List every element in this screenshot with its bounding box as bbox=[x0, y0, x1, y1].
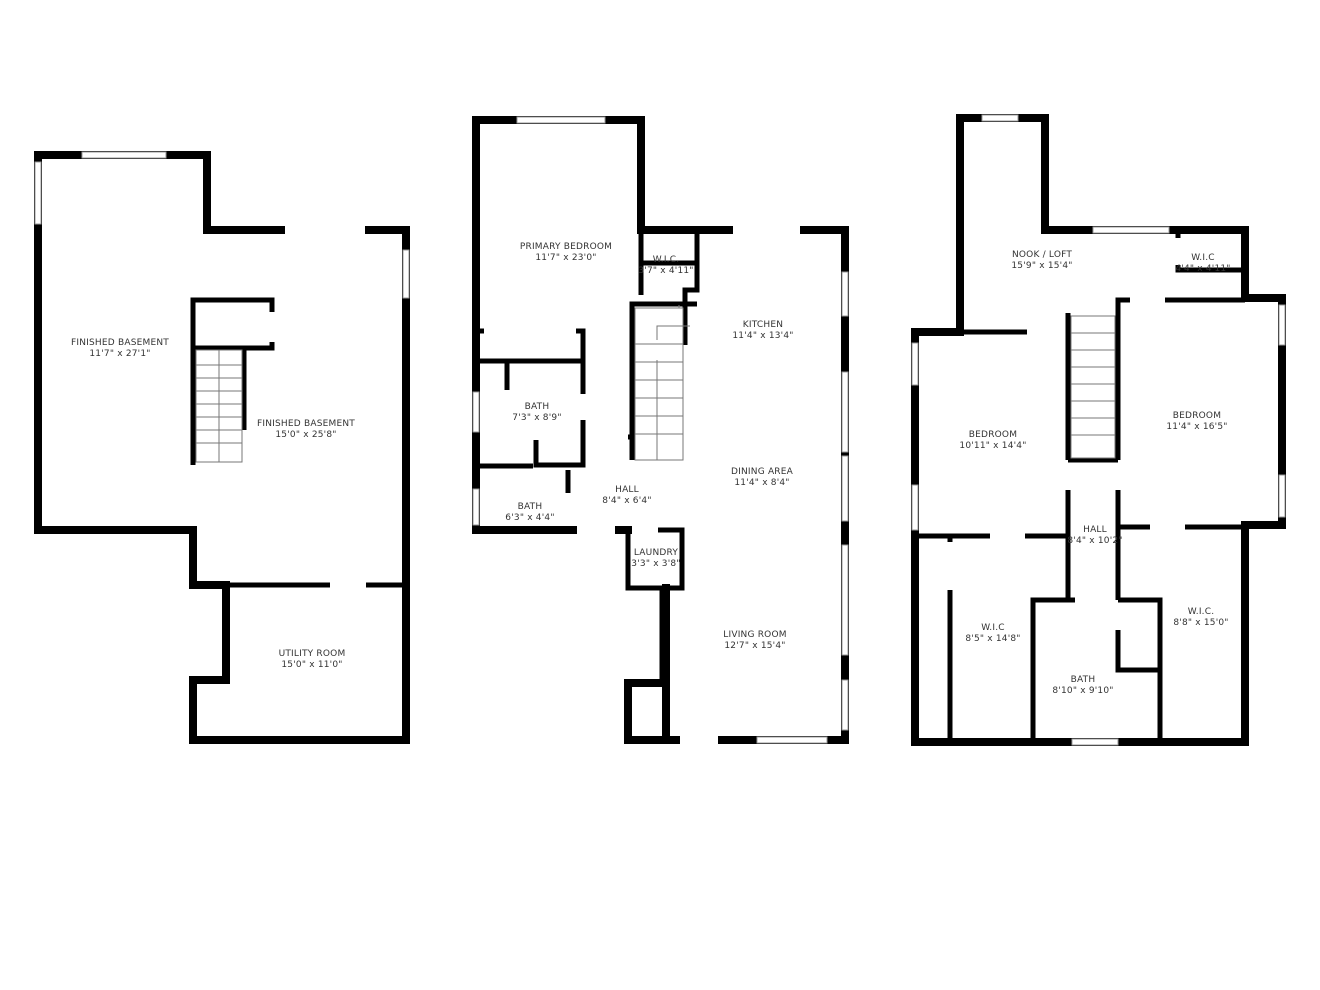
room-name: BEDROOM bbox=[969, 430, 1017, 440]
room-dimensions: 15'0" x 25'8" bbox=[275, 430, 336, 440]
window bbox=[472, 488, 480, 526]
basement-plan bbox=[34, 151, 410, 744]
window bbox=[402, 249, 410, 299]
window bbox=[1278, 474, 1286, 518]
window bbox=[756, 736, 828, 744]
room-dimensions: 12'7" x 15'4" bbox=[724, 641, 785, 651]
room-dimensions: 11'4" x 8'4" bbox=[734, 478, 789, 488]
main-floor-plan bbox=[472, 116, 849, 745]
room-name: UTILITY ROOM bbox=[279, 649, 346, 659]
room-name: W.I.C bbox=[1191, 253, 1215, 263]
window bbox=[1278, 304, 1286, 346]
room-name: PRIMARY BEDROOM bbox=[520, 242, 612, 252]
window bbox=[1092, 226, 1170, 234]
room-dimensions: 8'8" x 15'0" bbox=[1173, 618, 1228, 628]
room-dimensions: 15'0" x 11'0" bbox=[281, 660, 342, 670]
room-name: FINISHED BASEMENT bbox=[257, 419, 355, 429]
room-name: BATH bbox=[525, 402, 550, 412]
room-dimensions: 11'7" x 27'1" bbox=[89, 349, 150, 359]
room-name: BEDROOM bbox=[1173, 411, 1221, 421]
window bbox=[1071, 738, 1119, 746]
window bbox=[841, 371, 849, 453]
room-dimensions: 10'11" x 14'4" bbox=[959, 441, 1026, 451]
room-dimensions: 8'4" x 6'4" bbox=[602, 496, 651, 506]
room-name: NOOK / LOFT bbox=[1012, 250, 1072, 260]
room-dimensions: 7'3" x 8'9" bbox=[512, 413, 561, 423]
room-name: W.I.C bbox=[981, 623, 1005, 633]
staircase bbox=[1070, 315, 1116, 459]
staircase bbox=[195, 349, 243, 463]
room-dimensions: 6'3" x 4'4" bbox=[505, 513, 554, 523]
room-name: W.I.C. bbox=[1188, 607, 1215, 617]
staircase bbox=[634, 305, 690, 461]
room-dimensions: 11'4" x 13'4" bbox=[732, 331, 793, 341]
room-name: KITCHEN bbox=[743, 320, 783, 330]
room-dimensions: 8'4" x 10'2" bbox=[1067, 536, 1122, 546]
room-name: LAUNDRY bbox=[634, 548, 679, 558]
room-dimensions: 8'10" x 9'10" bbox=[1052, 686, 1113, 696]
window bbox=[911, 342, 919, 386]
room-name: W.I.C. bbox=[653, 255, 680, 265]
room-name: HALL bbox=[615, 485, 639, 495]
window bbox=[472, 391, 480, 433]
room-name: BATH bbox=[1071, 675, 1096, 685]
room-dimensions: 3'3" x 3'8" bbox=[631, 559, 680, 569]
room-name: DINING AREA bbox=[731, 467, 794, 477]
room-name: BATH bbox=[518, 502, 543, 512]
room-dimensions: 15'9" x 15'4" bbox=[1011, 261, 1072, 271]
window bbox=[981, 114, 1019, 122]
window bbox=[34, 161, 42, 225]
room-dimensions: 3'7" x 4'11" bbox=[638, 266, 693, 276]
window bbox=[841, 679, 849, 731]
window bbox=[81, 151, 167, 159]
room-name: LIVING ROOM bbox=[723, 630, 786, 640]
room-dimensions: 8'5" x 14'8" bbox=[965, 634, 1020, 644]
room-dimensions: 11'7" x 23'0" bbox=[535, 253, 596, 263]
window bbox=[841, 455, 849, 522]
window bbox=[911, 484, 919, 531]
window bbox=[841, 544, 849, 656]
upper-floor-plan bbox=[911, 114, 1286, 746]
window bbox=[841, 271, 849, 317]
room-dimensions: 11'4" x 16'5" bbox=[1166, 422, 1227, 432]
room-dimensions: 4'4" x 4'11" bbox=[1175, 264, 1230, 274]
room-name: FINISHED BASEMENT bbox=[71, 338, 169, 348]
room-name: HALL bbox=[1083, 525, 1107, 535]
window bbox=[516, 116, 606, 124]
